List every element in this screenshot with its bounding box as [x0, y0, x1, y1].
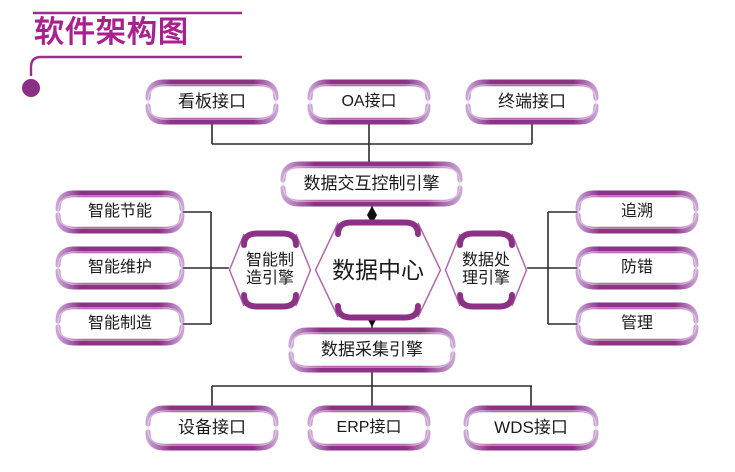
node-data-center[interactable]: 数据中心 [314, 221, 442, 319]
node-label-terminal-interface: 终端接口 [498, 92, 566, 112]
node-equipment-interface[interactable]: 设备接口 [148, 408, 276, 448]
title-decoration [22, 11, 242, 97]
node-label-wds-interface: WDS接口 [494, 418, 568, 438]
node-label-equipment-interface: 设备接口 [178, 418, 246, 438]
node-label-data-center: 数据中心 [332, 256, 424, 283]
node-label-smart-maintenance: 智能维护 [87, 258, 152, 276]
node-label-erp-interface: ERP接口 [336, 418, 402, 436]
node-label-kanban-interface: 看板接口 [178, 92, 246, 112]
page-title: 软件架构图 [34, 16, 189, 49]
node-traceability[interactable]: 追溯 [578, 193, 696, 231]
node-label-data-exchange-control-engine: 数据交互控制引擎 [303, 174, 440, 194]
node-management[interactable]: 管理 [578, 305, 696, 343]
connector-lines [182, 122, 578, 408]
node-smart-maintenance[interactable]: 智能维护 [58, 249, 182, 287]
node-error-proofing[interactable]: 防错 [578, 249, 696, 287]
node-label-smart-energy-saving: 智能节能 [87, 202, 152, 220]
node-smart-energy-saving[interactable]: 智能节能 [58, 193, 182, 231]
node-data-processing-engine[interactable]: 数据处 理引擎 [444, 232, 528, 308]
node-oa-interface[interactable]: OA接口 [310, 82, 428, 122]
node-label-data-collection-engine: 数据采集引擎 [321, 340, 423, 360]
node-label-error-proofing: 防错 [620, 258, 653, 276]
node-terminal-interface[interactable]: 终端接口 [468, 82, 596, 122]
node-label-traceability: 追溯 [620, 202, 653, 220]
node-pill-outlines [55, 79, 699, 451]
node-erp-interface[interactable]: ERP接口 [310, 408, 428, 448]
node-smart-manufacturing[interactable]: 智能制造 [58, 305, 182, 343]
node-hexagon-outlines [228, 219, 528, 321]
node-smart-manufacturing-engine[interactable]: 智能制 造引擎 [228, 232, 312, 308]
node-label-oa-interface: OA接口 [341, 92, 397, 110]
node-data-collection-engine[interactable]: 数据采集引擎 [291, 330, 453, 370]
node-label-data-processing-engine: 数据处 理引擎 [461, 251, 510, 287]
node-data-exchange-control-engine[interactable]: 数据交互控制引擎 [283, 164, 460, 204]
node-label-smart-manufacturing: 智能制造 [87, 314, 152, 332]
node-wds-interface[interactable]: WDS接口 [466, 408, 596, 448]
node-kanban-interface[interactable]: 看板接口 [148, 82, 276, 122]
node-label-management: 管理 [620, 314, 653, 332]
node-label-smart-manufacturing-engine: 智能制 造引擎 [245, 251, 294, 287]
